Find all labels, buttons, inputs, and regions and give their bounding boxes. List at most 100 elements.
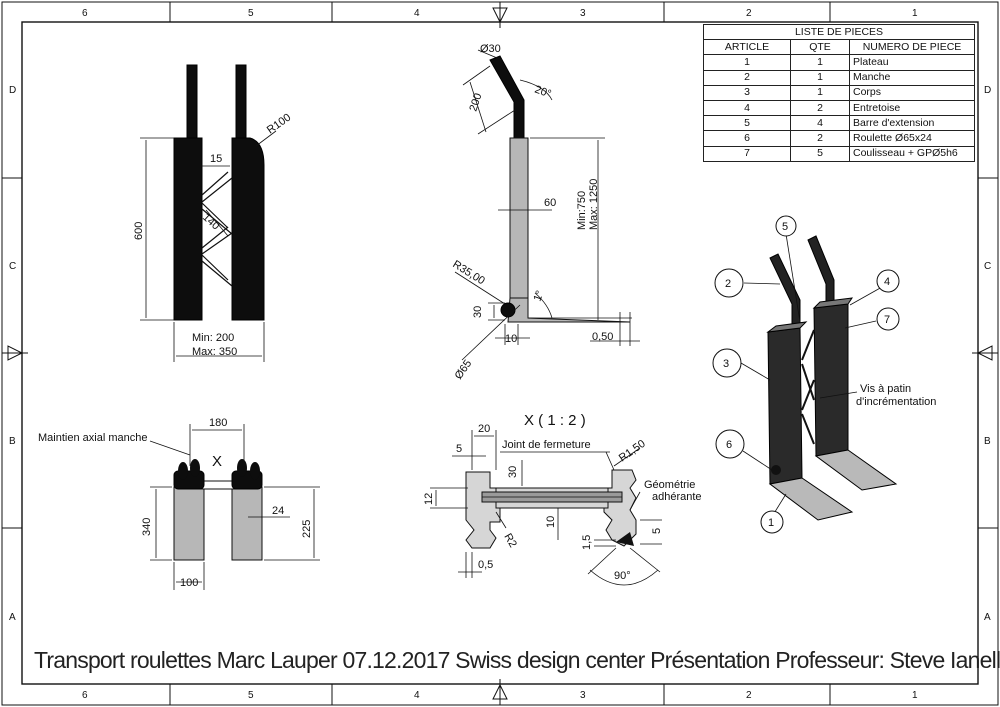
iso-right-plate [814,449,898,491]
dim-15: 15 [210,153,222,165]
front-right-body [231,137,265,321]
label-adherante: adhérante [652,491,702,503]
label-vis-patin: Vis à patin [860,383,911,395]
dim-detail-05: 0,5 [478,559,493,571]
dim-detail-r2: R2 [501,532,518,550]
balloon-7: 7 [876,307,900,331]
zone-row-b-left: B [9,436,16,447]
label-maintien-axial: Maintien axial manche [38,432,147,444]
zone-col-6-bottom: 6 [82,690,88,701]
top-left-body [173,486,205,561]
zone-row-a-left: A [9,612,16,623]
dim-detail-30: 30 [507,466,519,478]
zone-col-3-top: 3 [580,8,586,19]
label-incrementation: d'incrémentation [856,396,936,408]
dim-10: 10 [505,333,517,345]
dim-width-max: Max: 350 [192,346,237,358]
zone-col-5-top: 5 [248,8,254,19]
dim-detail-5b: 5 [651,528,663,534]
dim-050: 0,50 [592,331,613,343]
front-view: R100 15 140 600 Min: 200 Max: 350 [133,64,293,362]
zone-col-3-bottom: 3 [580,690,586,701]
iso-left-plate [768,477,854,521]
iso-left-body [767,327,803,485]
side-view: Ø30 200 20° 60 Min:750 Max: 1250 R35,00 … [450,43,640,382]
dim-200: 200 [467,92,484,113]
zone-col-1-top: 1 [912,8,918,19]
dim-180: 180 [209,417,227,429]
dim-angle20: 20° [533,84,553,101]
zone-col-5-bottom: 5 [248,690,254,701]
front-right-handle [235,64,247,141]
svg-text:1: 1 [768,517,774,529]
top-wheels [173,459,263,490]
dim-detail-r150: R1,50 [617,438,648,465]
detail-view: X ( 1 : 2 ) 20 5 Joint de fermeture R1,5… [423,412,702,586]
dim-height-min: Min:750 [576,191,588,230]
top-view: Maintien axial manche 180 X 340 24 225 1… [38,417,320,590]
dim-detail-10: 10 [545,516,557,528]
dim-height-max: Max: 1250 [588,179,600,230]
zone-col-4-bottom: 4 [414,690,420,701]
zone-col-2-top: 2 [746,8,752,19]
svg-text:2: 2 [725,278,731,290]
zone-row-c-left: C [9,261,16,272]
header-part-number: NUMERO DE PIECE [849,39,975,56]
side-wheel [500,302,516,318]
dim-140: 140 [200,211,222,232]
dim-detail-20: 20 [478,423,490,435]
zone-row-b-right: B [984,436,991,447]
zone-col-1-bottom: 1 [912,690,918,701]
dim-340: 340 [141,518,153,536]
dim-24: 24 [272,505,284,517]
top-right-body [231,486,263,561]
dim-r100: R100 [265,112,293,137]
dim-detail-90: 90° [614,570,631,582]
svg-text:5: 5 [782,221,788,233]
balloon-6: 6 [715,429,745,459]
dim-width-min: Min: 200 [192,332,234,344]
zone-row-a-right: A [984,612,991,623]
zone-row-d-left: D [9,85,16,96]
balloon-3: 3 [712,348,742,378]
title-block-text: Transport roulettes Marc Lauper 07.12.20… [34,647,1000,673]
dim-100: 100 [180,577,198,589]
dim-d65: Ø65 [453,358,475,382]
side-handle [489,55,525,139]
dim-600: 600 [133,222,145,240]
detail-marker-x: X [212,453,222,470]
header-qte: QTE [790,39,850,56]
dim-detail-12: 12 [423,493,435,505]
svg-text:6: 6 [726,439,732,451]
svg-text:4: 4 [884,276,890,288]
front-left-body [173,137,203,321]
balloon-1: 1 [760,510,784,534]
dim-30: 30 [472,306,484,318]
front-left-handle [186,64,198,141]
zone-col-4-top: 4 [414,8,420,19]
detail-adhesive-tip [616,532,634,546]
zone-col-6-top: 6 [82,8,88,19]
label-joint-fermeture: Joint de fermeture [502,439,591,451]
parts-list-table: LISTE DE PIECES ARTICLE QTE NUMERO DE PI… [703,23,975,162]
zone-row-d-right: D [984,85,991,96]
iso-right-body [813,303,849,457]
front-extension-bars [201,171,233,287]
balloon-4: 4 [876,269,900,293]
side-body [509,137,529,299]
side-plate [507,297,631,323]
balloon-5: 5 [775,215,797,237]
iso-view: 2 5 4 7 3 6 1 Vis à patin d'incrémentati… [712,215,936,534]
svg-text:3: 3 [723,358,729,370]
detail-title: X ( 1 : 2 ) [524,412,586,429]
dim-225: 225 [301,520,313,538]
parts-list-title: LISTE DE PIECES [703,23,975,41]
